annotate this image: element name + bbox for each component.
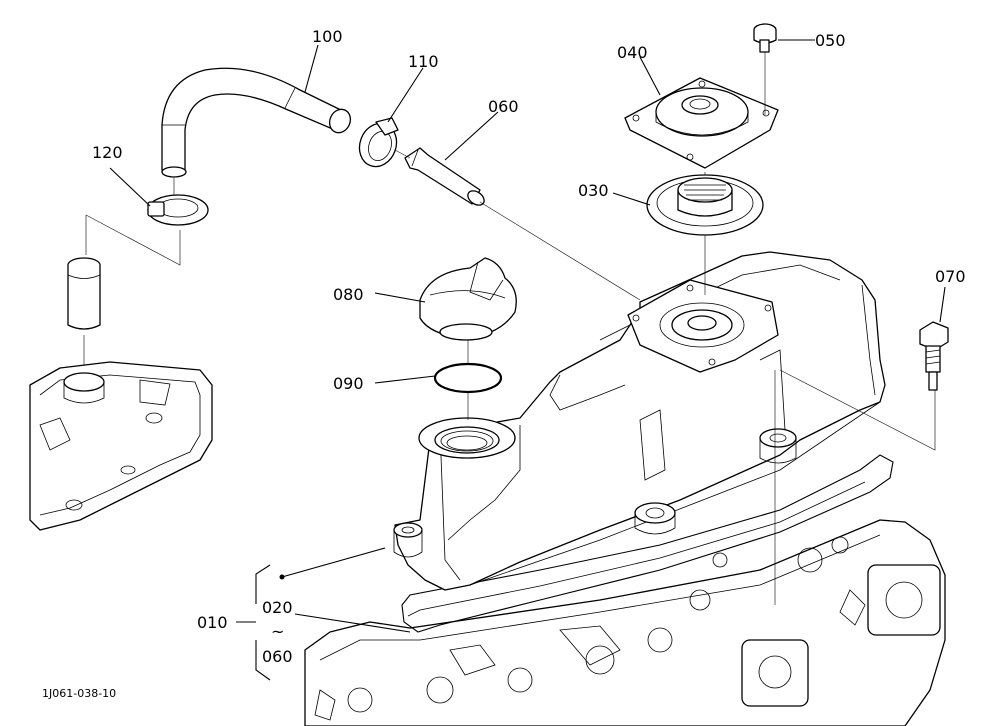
part-060-pipe (404, 147, 485, 206)
part-100-hose (161, 67, 352, 178)
label-030: 030 (578, 181, 609, 200)
label-120: 120 (92, 143, 123, 162)
part-110-clamp (358, 117, 399, 168)
rocker-cover-gasket (401, 454, 894, 633)
label-110: 110 (408, 52, 439, 71)
part-120-clamp (147, 194, 209, 226)
label-020: 020 (262, 598, 293, 617)
label-090: 090 (333, 374, 364, 393)
part-050-screw (753, 23, 777, 53)
manifold-pipe (67, 257, 101, 330)
label-050: 050 (815, 31, 846, 50)
label-080: 080 (333, 285, 364, 304)
label-060-range: 060 (262, 647, 293, 666)
assembly-lines (83, 52, 936, 605)
label-100: 100 (312, 27, 343, 46)
label-range-tilde: ~ (271, 622, 284, 641)
rocker-arm-cover (393, 251, 886, 591)
part-040-cover (624, 77, 779, 169)
label-070: 070 (935, 267, 966, 286)
cylinder-head (304, 519, 946, 726)
callout-leaders (109, 39, 946, 681)
label-060: 060 (488, 97, 519, 116)
label-040: 040 (617, 43, 648, 62)
diagram-reference-code: 1J061-038-10 (42, 687, 116, 700)
part-030-diaphragm (646, 174, 764, 236)
intake-manifold (29, 361, 213, 531)
part-070-bolt (919, 321, 949, 391)
part-090-o-ring (433, 362, 503, 394)
part-080-oil-cap (419, 257, 517, 341)
label-010: 010 (197, 613, 228, 632)
